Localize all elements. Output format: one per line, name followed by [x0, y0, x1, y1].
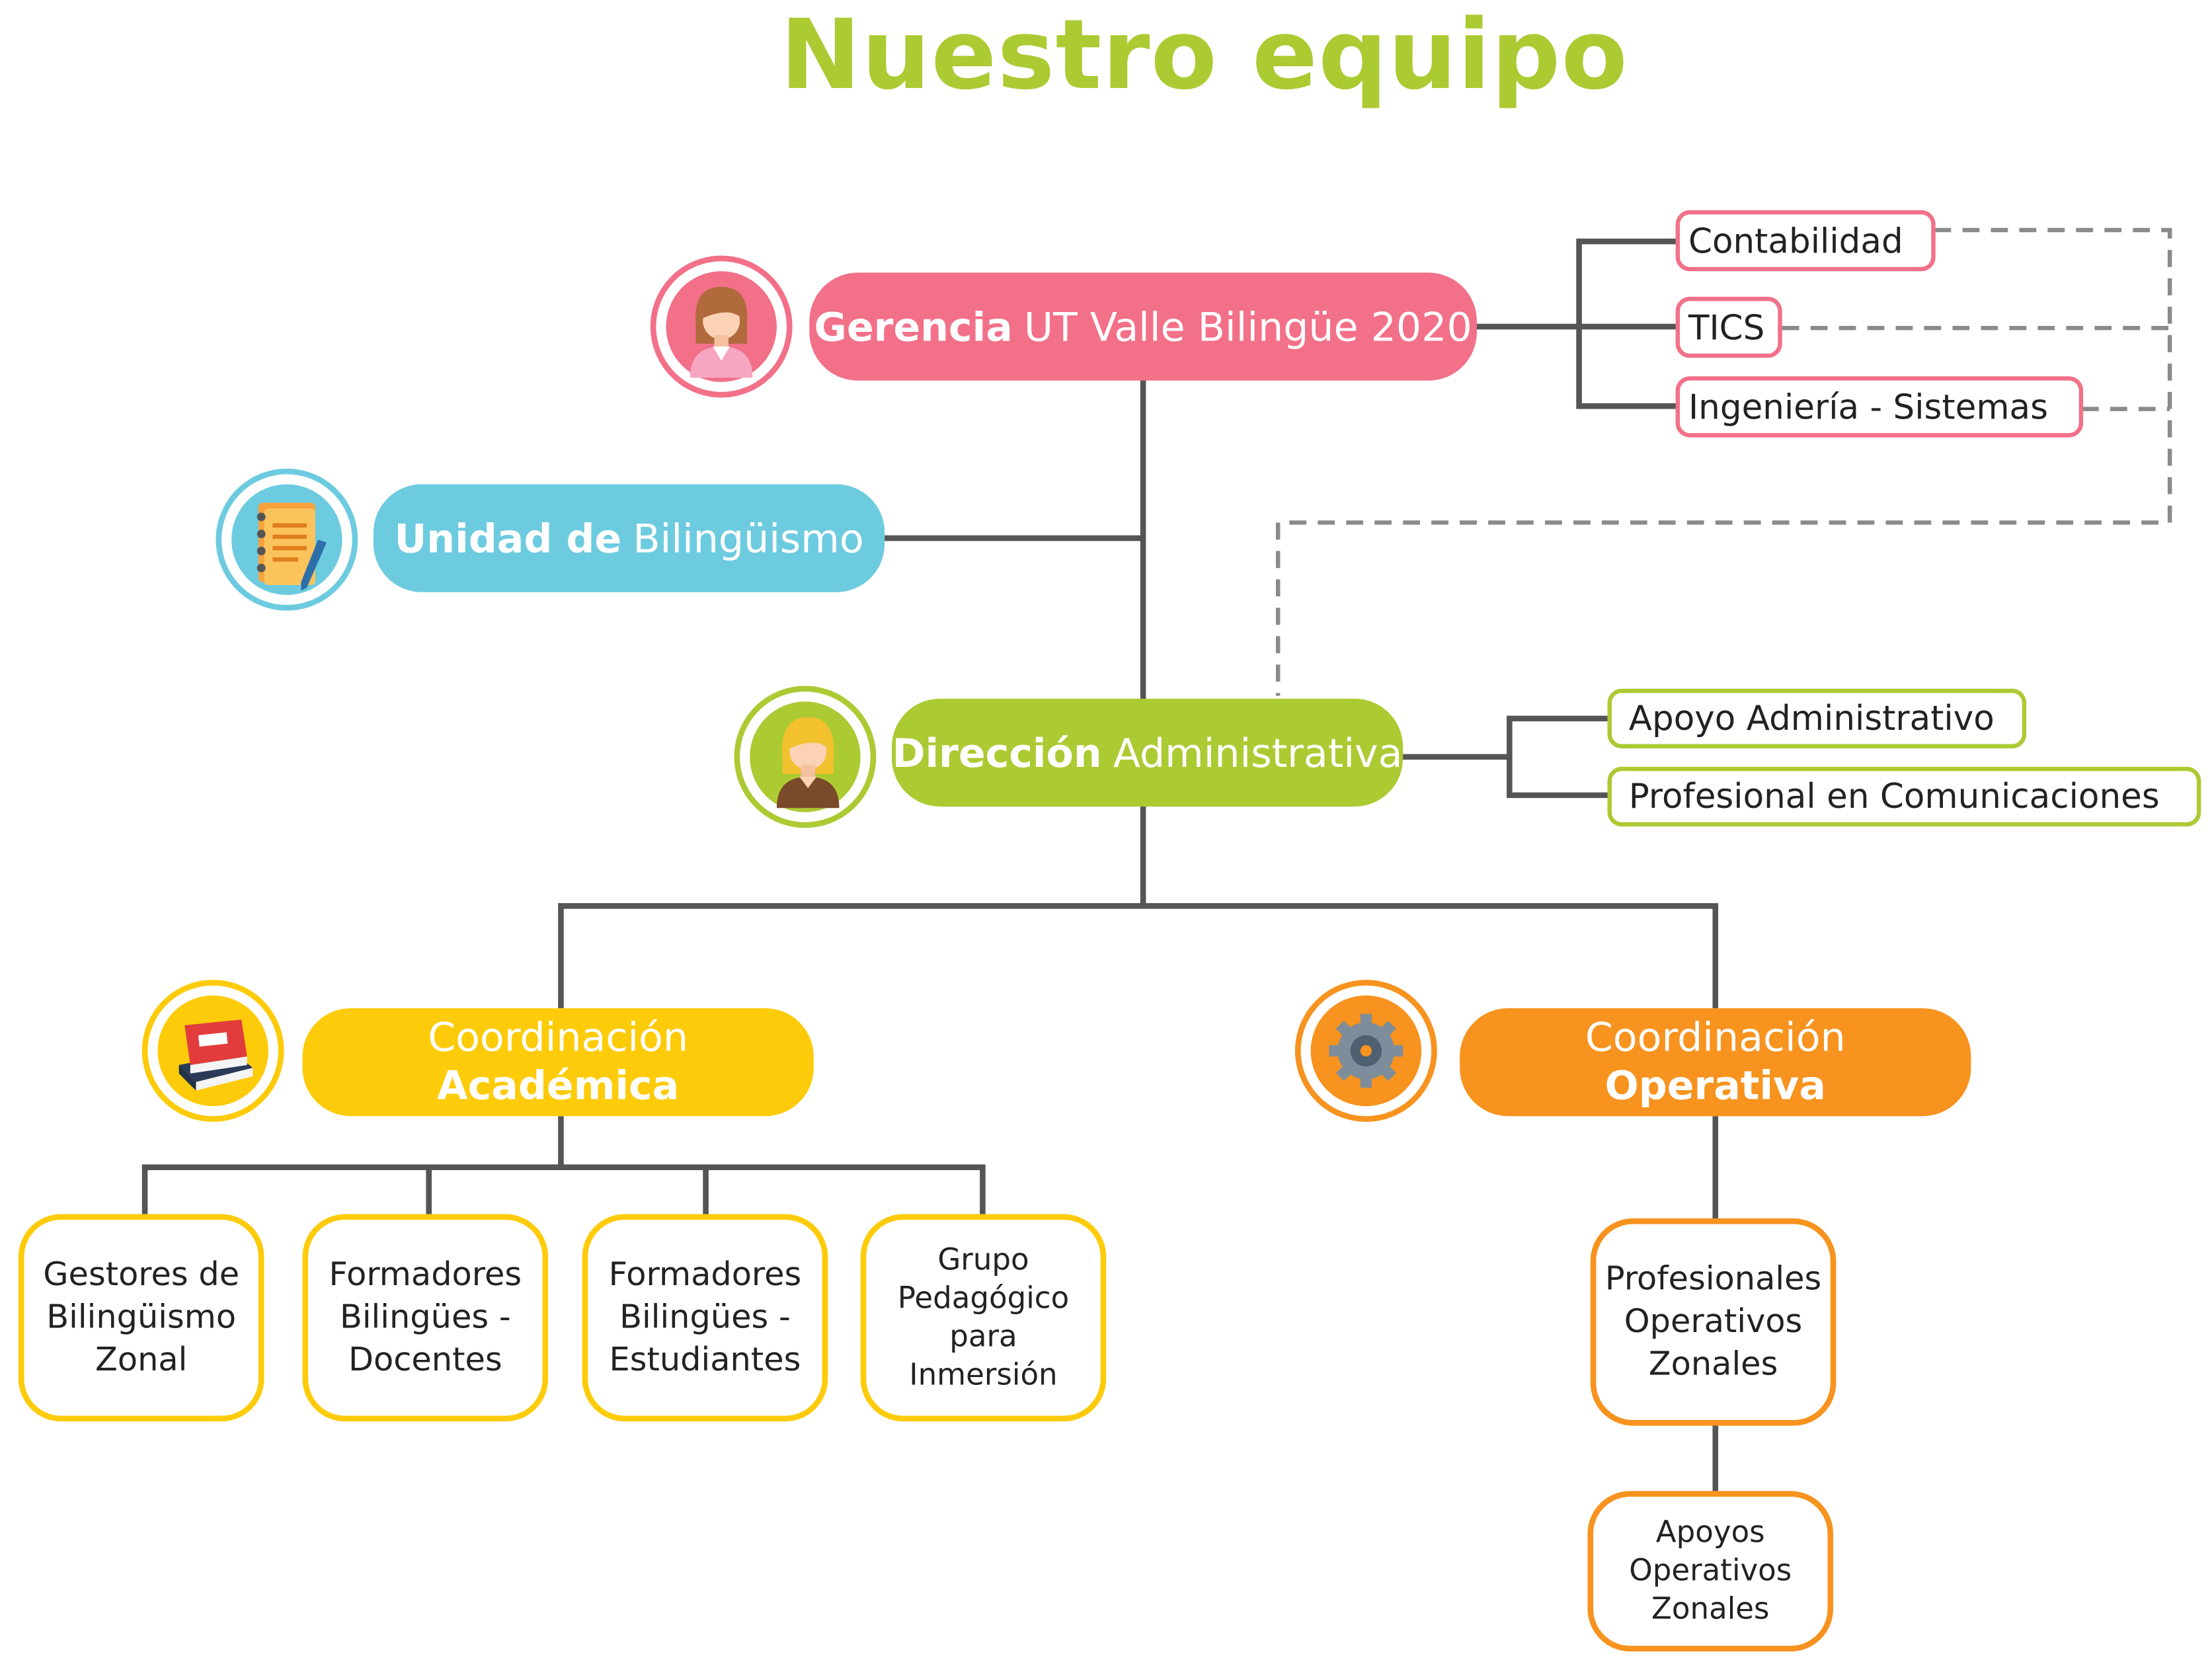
gear-icon [1329, 1013, 1403, 1088]
page-title: Nuestro equipo [780, 0, 1628, 112]
unidad-title-rest: Bilingüismo [633, 514, 864, 562]
box-line: Profesionales [1604, 1261, 1822, 1298]
unit-contabilidad: Contabilidad [1675, 210, 1936, 272]
box-line: Grupo [937, 1242, 1029, 1277]
unit-ingenieria-sistemas: Ingeniería - Sistemas [1675, 376, 2084, 438]
gerencia-title-rest: UT Valle Bilingüe 2020 [1023, 303, 1472, 350]
gerencia-node: Gerencia UT Valle Bilingüe 2020 [809, 272, 1477, 381]
box-line: Formadores [329, 1256, 522, 1294]
box-line: para [949, 1319, 1017, 1354]
box-line: Bilingüismo [46, 1299, 237, 1337]
gerencia-title-bold: Gerencia [814, 303, 1013, 350]
box-line: Formadores [608, 1256, 802, 1294]
unidad-avatar [216, 468, 358, 611]
academica-line1: Coordinación [428, 1013, 689, 1061]
box-line: Inmersión [909, 1357, 1058, 1392]
gerencia-avatar [650, 255, 793, 398]
direccion-title-rest: Administrativa [1113, 729, 1403, 776]
woman-avatar-icon [690, 286, 753, 378]
box-line: Docentes [348, 1341, 502, 1379]
box-line: Gestores de [43, 1256, 240, 1294]
unit-profesional-comunicaciones: Profesional en Comunicaciones [1607, 766, 2201, 827]
woman-blonde-avatar-icon [776, 717, 840, 809]
direccion-title-bold: Dirección [892, 729, 1102, 776]
box-line: Pedagógico [897, 1281, 1070, 1316]
academica-avatar [141, 980, 284, 1122]
box-line: Bilingües - [619, 1299, 791, 1337]
notepad-icon [257, 502, 327, 591]
unit-tics: TICS [1675, 296, 1782, 358]
box-line: Operativos [1629, 1553, 1792, 1588]
operativa-line2: Operativa [1604, 1062, 1826, 1109]
box-line: Zonales [1651, 1591, 1770, 1626]
unit-apoyo-administrativo: Apoyo Administrativo [1607, 688, 2027, 748]
box-line: Zonal [95, 1341, 188, 1379]
box-line: Operativos [1624, 1303, 1803, 1341]
operativa-line1: Coordinación [1585, 1013, 1846, 1061]
box-line: Bilingües - [339, 1299, 511, 1337]
box-line: Apoyos [1655, 1515, 1765, 1550]
unidad-title-bold: Unidad de [394, 514, 622, 562]
direccion-avatar [734, 686, 877, 828]
unidad-node: Unidad de Bilingüismo [373, 484, 885, 592]
operativa-node: Coordinación Operativa [1460, 1008, 1971, 1117]
academica-node: Coordinación Académica [302, 1008, 814, 1117]
books-icon [178, 1019, 253, 1091]
academica-line2: Académica [437, 1062, 680, 1109]
box-line: Estudiantes [609, 1341, 801, 1379]
operativa-avatar [1294, 980, 1437, 1122]
box-line: Zonales [1648, 1346, 1778, 1384]
direccion-node: Dirección Administrativa [891, 698, 1403, 807]
